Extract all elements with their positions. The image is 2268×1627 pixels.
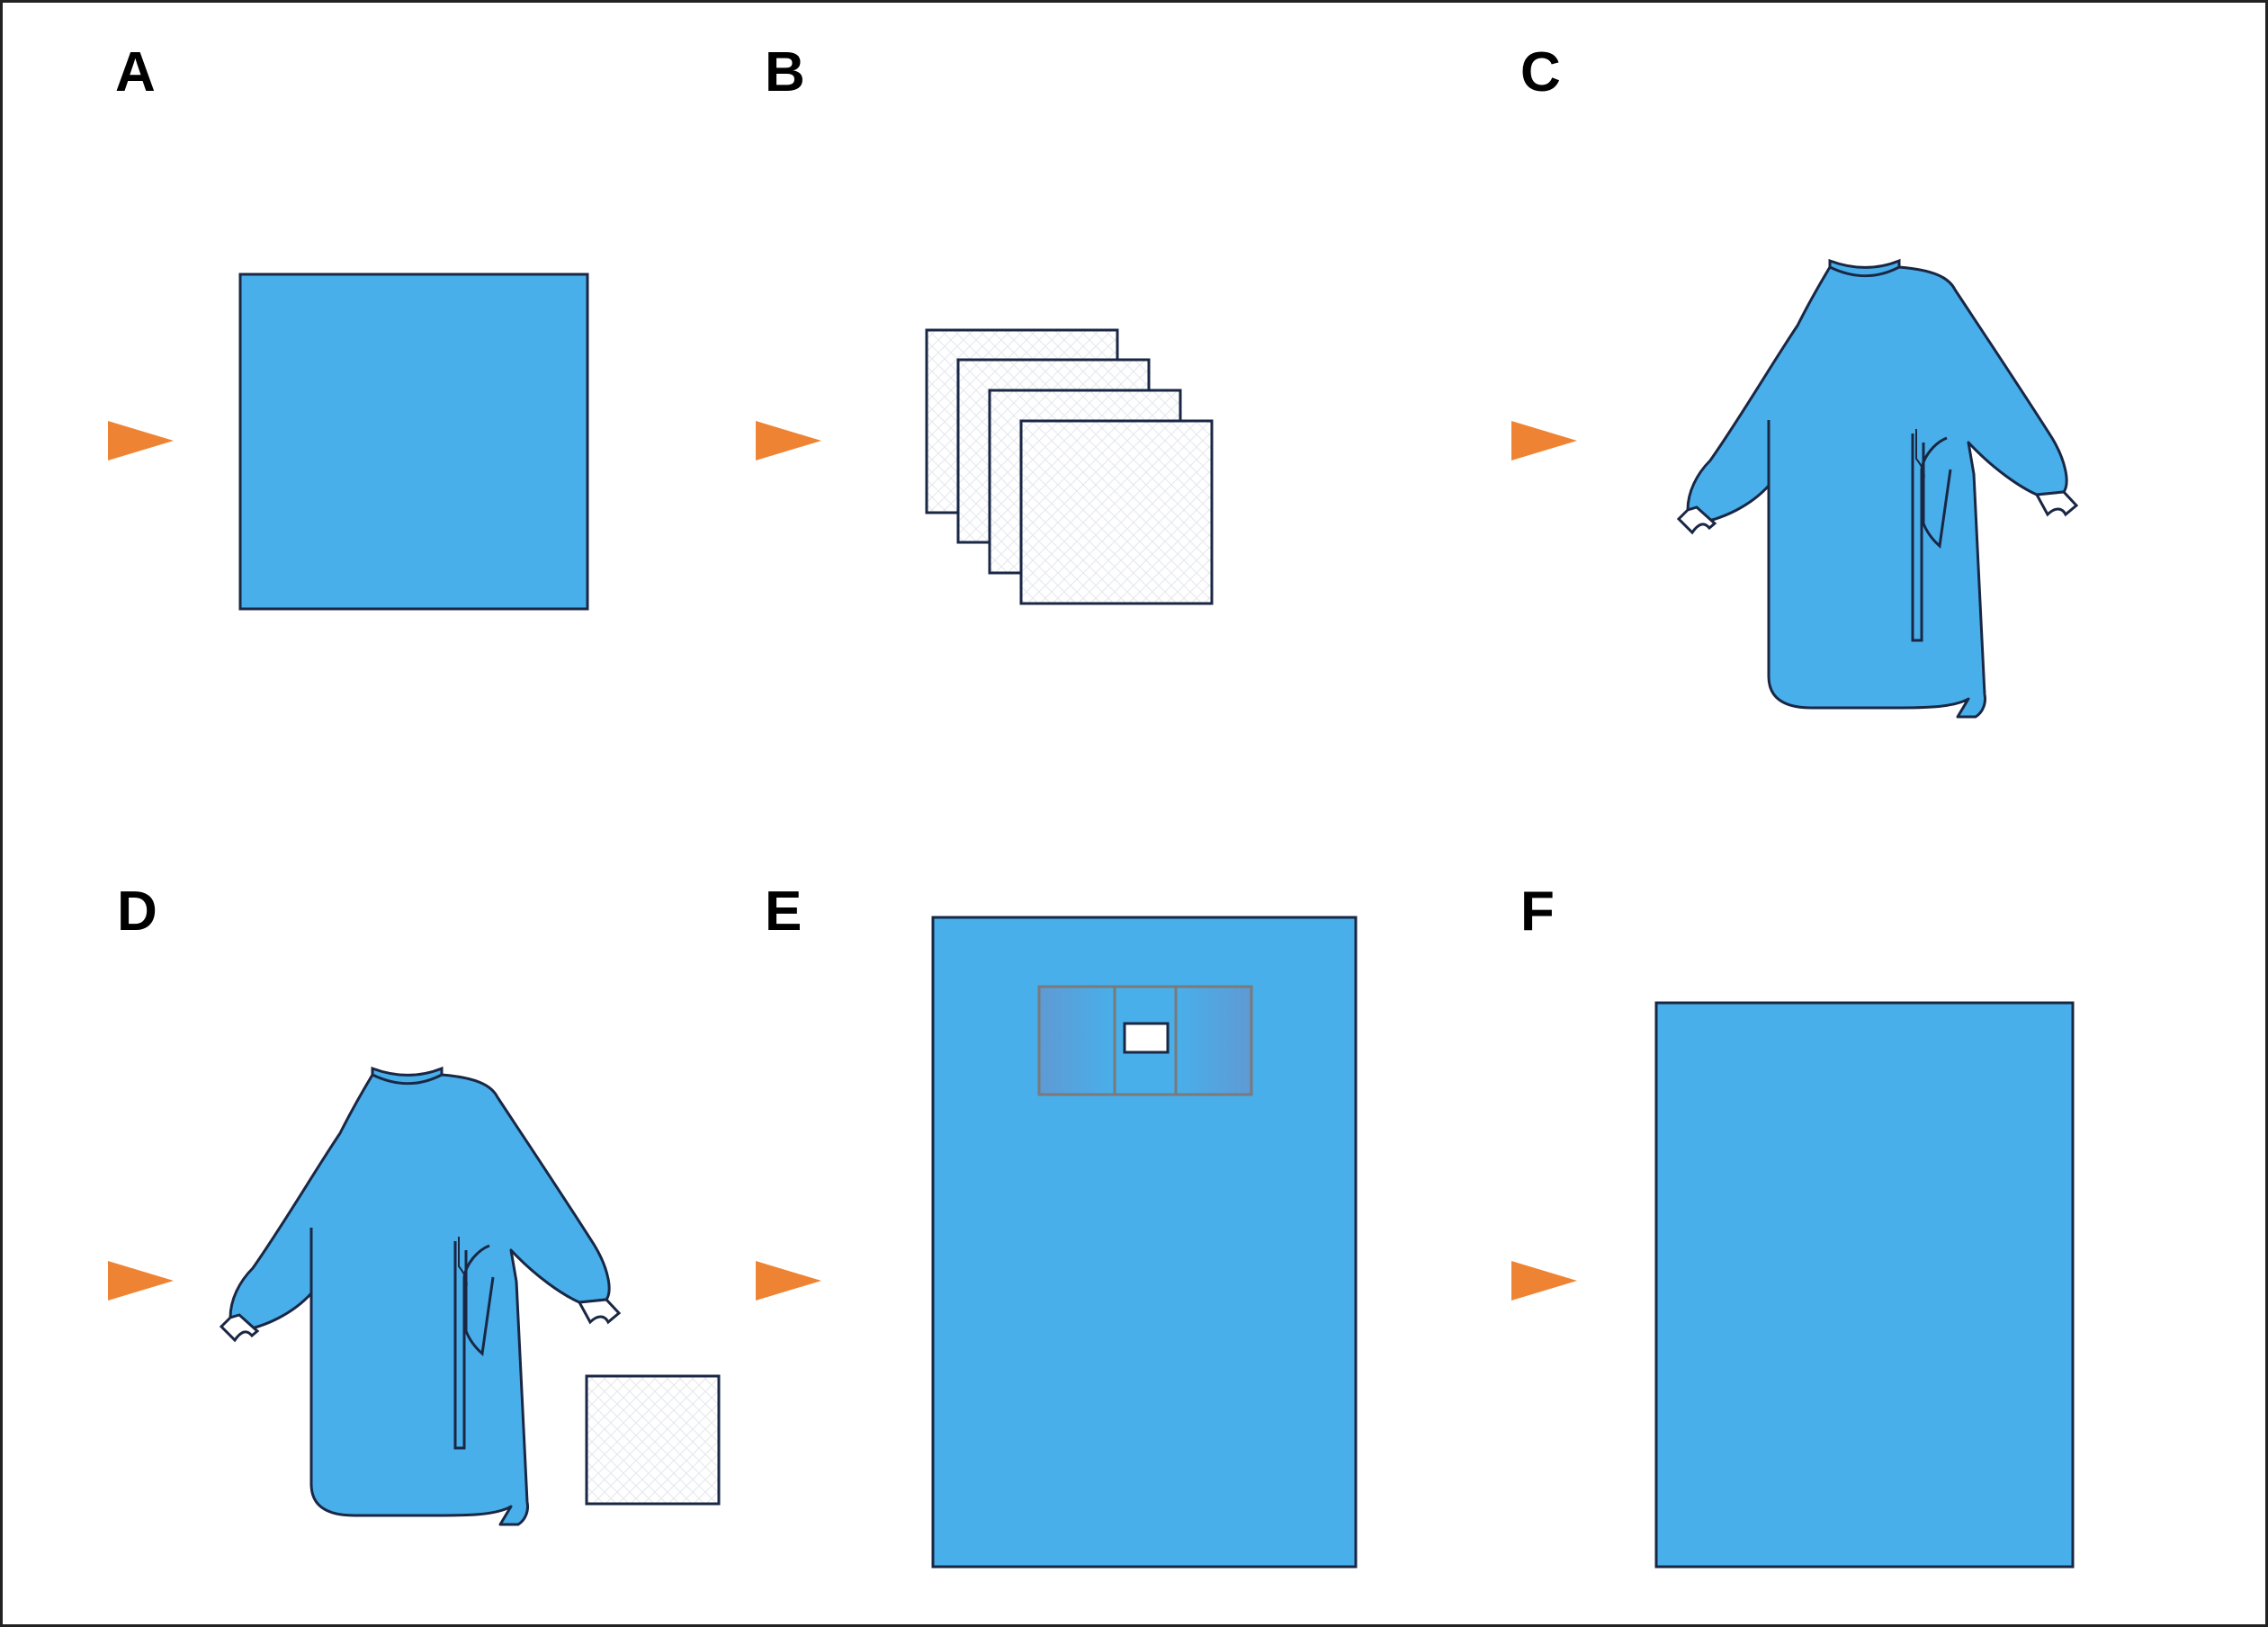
orange-pointer-icon: [1511, 1261, 1577, 1301]
surgical-gown: [1677, 259, 2078, 719]
panel-label-e: E: [765, 881, 802, 943]
panel-label-f: F: [1520, 881, 1555, 943]
hand-towel: [585, 1374, 721, 1506]
surgical-gown: [220, 1067, 621, 1526]
rectangular-drape: [1654, 1001, 2075, 1569]
panel-label-c: C: [1520, 41, 1561, 103]
panel-label-a: A: [115, 41, 156, 103]
orange-pointer-icon: [1511, 421, 1577, 460]
fenestrated-drape: [931, 916, 1358, 1569]
orange-pointer-icon: [756, 1261, 821, 1301]
panel-label-b: B: [765, 41, 805, 103]
fenestration-opening: [1123, 1022, 1170, 1054]
panel-label-d: D: [117, 881, 157, 943]
square-drape: [238, 273, 589, 611]
gauze-swab-stack: [925, 328, 1214, 605]
orange-pointer-icon: [756, 421, 821, 460]
orange-pointer-icon: [108, 1261, 174, 1301]
orange-pointer-icon: [108, 421, 174, 460]
